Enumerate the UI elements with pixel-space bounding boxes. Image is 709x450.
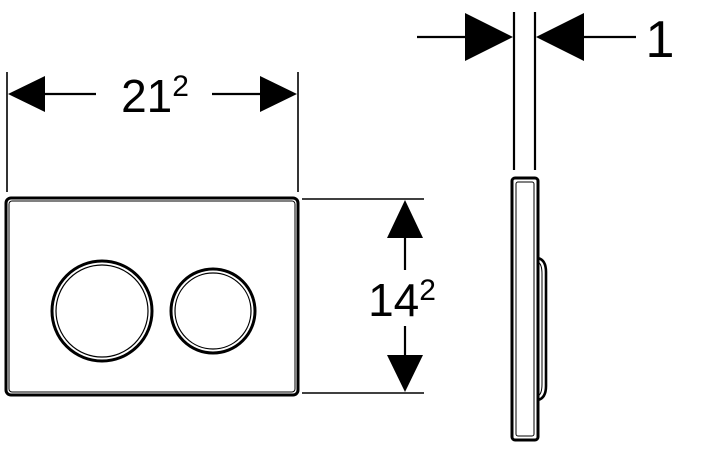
height-dimension: 142: [302, 198, 436, 394]
height-label-sup: 2: [419, 274, 436, 307]
width-label-base: 21: [121, 70, 172, 122]
height-arrow-top: [387, 200, 423, 238]
width-arrow-left: [8, 76, 45, 112]
depth-label: 1: [646, 11, 675, 69]
width-label-sup: 2: [172, 70, 189, 103]
large-flush-button: [50, 259, 154, 363]
side-view: [510, 176, 548, 442]
depth-dimension: 1: [417, 11, 674, 170]
side-plate-outer: [510, 176, 540, 442]
side-button-profile-inner: [537, 261, 543, 397]
side-plate-inner: [515, 181, 535, 437]
width-arrow-right: [260, 76, 297, 112]
plate-inner-outline: [8, 200, 296, 393]
height-arrow-bottom: [387, 355, 423, 392]
width-dimension: 212: [6, 70, 299, 192]
plate-outer-outline: [4, 196, 300, 397]
width-label: 212: [121, 70, 189, 122]
side-button-profile: [537, 256, 548, 402]
small-flush-button: [169, 267, 257, 355]
height-label-base: 14: [368, 274, 419, 326]
height-label: 142: [368, 274, 436, 326]
depth-arrow-right: [536, 13, 584, 61]
front-view: [4, 196, 300, 397]
depth-arrow-left: [465, 13, 513, 61]
